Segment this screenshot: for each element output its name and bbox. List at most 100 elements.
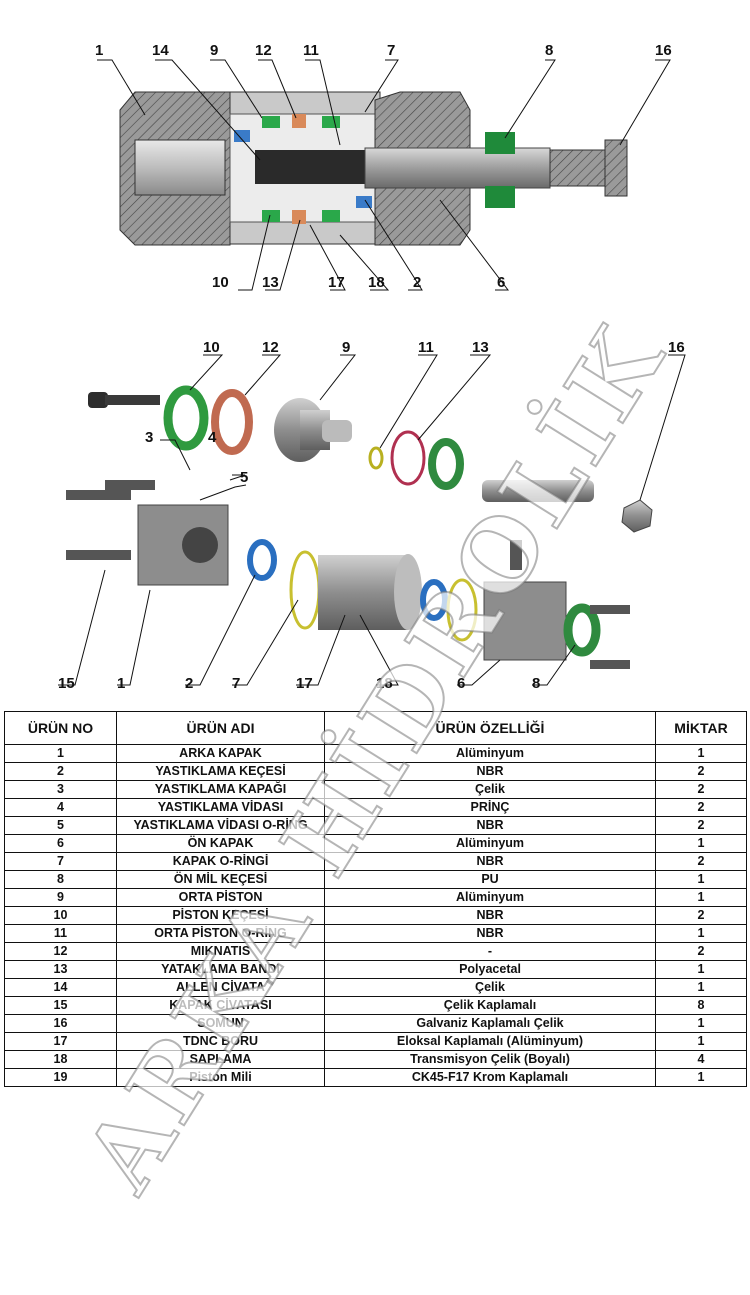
callout-7: 7 — [387, 42, 395, 59]
callout-11: 11 — [418, 339, 434, 356]
callout-8: 8 — [532, 675, 540, 692]
cell-quantity: 1 — [655, 1032, 747, 1051]
cell-product-name: YASTIKLAMA VİDASI O-RİNG — [116, 816, 325, 835]
piston-o-ring — [368, 446, 384, 470]
cell-product-no: 3 — [4, 780, 117, 799]
front-cap — [483, 540, 630, 669]
cell-product-no: 9 — [4, 888, 117, 907]
cell-product-name: SAPLAMA — [116, 1050, 325, 1069]
rod-seal — [428, 438, 464, 490]
cell-product-property: Alüminyum — [324, 744, 656, 763]
header-product-no: ÜRÜN NO — [4, 711, 117, 745]
callout-9: 9 — [210, 42, 218, 59]
cell-quantity: 2 — [655, 942, 747, 961]
cell-quantity: 2 — [655, 816, 747, 835]
cell-product-property: PRİNÇ — [324, 798, 656, 817]
cell-product-name: ÖN KAPAK — [116, 834, 325, 853]
cell-product-no: 1 — [4, 744, 117, 763]
seals-section — [234, 114, 515, 224]
cell-product-property: Çelik — [324, 978, 656, 997]
cell-quantity: 8 — [655, 996, 747, 1015]
callout-14: 14 — [152, 42, 169, 59]
exploded-callouts: 10 12 9 11 13 16 3 4 5 15 1 2 7 17 18 6 … — [58, 339, 685, 692]
cell-product-no: 17 — [4, 1032, 117, 1051]
cell-product-no: 13 — [4, 960, 117, 979]
callout-7: 7 — [232, 675, 240, 692]
cushion-seal — [247, 539, 277, 581]
cell-quantity: 1 — [655, 888, 747, 907]
cell-product-no: 4 — [4, 798, 117, 817]
cell-product-no: 19 — [4, 1068, 117, 1087]
cell-product-property: - — [324, 942, 656, 961]
cell-product-name: ARKA KAPAK — [116, 744, 325, 763]
cell-quantity: 1 — [655, 870, 747, 889]
callout-13: 13 — [262, 274, 279, 291]
callout-9: 9 — [342, 339, 350, 356]
callout-2: 2 — [185, 675, 193, 692]
cell-quantity: 2 — [655, 762, 747, 781]
cell-product-property: NBR — [324, 924, 656, 943]
cell-product-name: YASTIKLAMA KAPAĞI — [116, 780, 325, 799]
cell-product-property: Çelik — [324, 780, 656, 799]
callout-12: 12 — [262, 339, 279, 356]
cross-section-leaders — [97, 59, 671, 291]
header-product-name: ÜRÜN ADI — [116, 711, 325, 745]
exploded-view-drawing: 10 12 9 11 13 16 3 4 5 15 1 2 7 17 18 6 … — [58, 339, 686, 692]
cell-product-property: Eloksal Kaplamalı (Alüminyum) — [324, 1032, 656, 1051]
cell-product-property: NBR — [324, 816, 656, 835]
callout-13: 13 — [472, 339, 489, 356]
cell-product-no: 5 — [4, 816, 117, 835]
callout-11: 11 — [303, 42, 319, 59]
cell-product-name: MIKNATIS — [116, 942, 325, 961]
callout-17: 17 — [328, 274, 345, 291]
callout-17: 17 — [296, 675, 313, 692]
cell-product-name: YASTIKLAMA VİDASI — [116, 798, 325, 817]
cell-product-property: Alüminyum — [324, 834, 656, 853]
cell-product-no: 11 — [4, 924, 117, 943]
exploded-leaders — [58, 354, 686, 686]
cell-product-property: Transmisyon Çelik (Boyalı) — [324, 1050, 656, 1069]
cell-product-name: ALLEN CİVATA — [116, 978, 325, 997]
cell-quantity: 2 — [655, 906, 747, 925]
cell-quantity: 4 — [655, 1050, 747, 1069]
callout-1: 1 — [95, 42, 103, 59]
callout-16: 16 — [655, 42, 672, 59]
cell-quantity: 1 — [655, 978, 747, 997]
cell-product-no: 2 — [4, 762, 117, 781]
callout-6: 6 — [497, 274, 505, 291]
piston-rod-section — [255, 139, 628, 197]
callout-15: 15 — [58, 675, 75, 692]
table-header-row: ÜRÜN NO ÜRÜN ADI ÜRÜN ÖZELLİĞİ MİKTAR — [4, 711, 747, 745]
callout-2: 2 — [413, 274, 421, 291]
cell-product-no: 8 — [4, 870, 117, 889]
cell-product-name: Piston Mili — [116, 1068, 325, 1087]
cross-section-callouts: 1 14 9 12 11 7 8 16 10 13 17 18 2 6 — [95, 42, 672, 291]
cell-quantity: 2 — [655, 852, 747, 871]
nut — [621, 499, 653, 533]
header-quantity: MİKTAR — [655, 711, 747, 745]
callout-1: 1 — [117, 675, 125, 692]
piston-seal — [163, 385, 209, 451]
callout-18: 18 — [376, 675, 393, 692]
cell-product-no: 6 — [4, 834, 117, 853]
cell-product-name: SOMUN — [116, 1014, 325, 1033]
middle-piston — [274, 398, 352, 462]
